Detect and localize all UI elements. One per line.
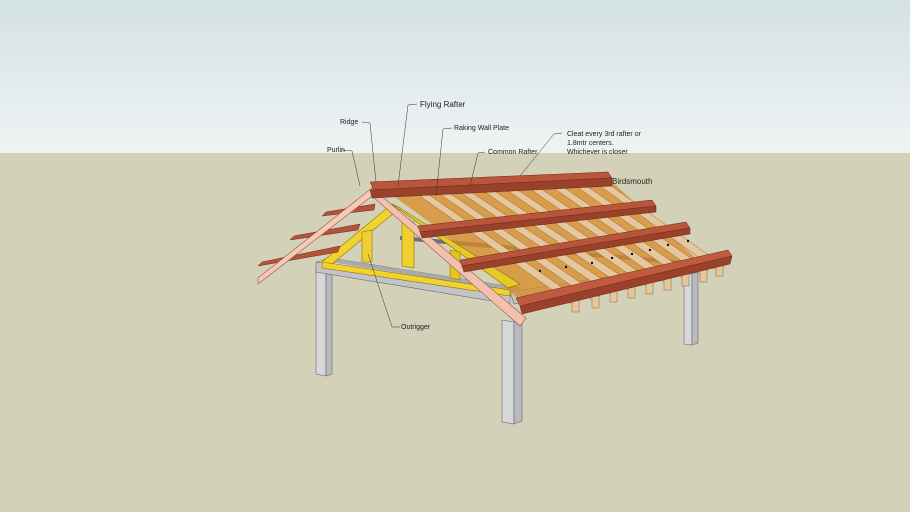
leader-lines <box>341 103 563 328</box>
label-flying-rafter: Flying Rafter <box>420 100 466 109</box>
posts <box>315 265 699 425</box>
label-raking-wall-plate: Raking Wall Plate <box>454 125 509 132</box>
right-purlins <box>369 171 733 315</box>
cleat-markers <box>538 239 690 273</box>
label-cleat-note: Cleat every 3rd rafter or 1.8mtr centers… <box>567 131 641 156</box>
label-outrigger: Outrigger <box>401 324 431 331</box>
label-birdsmouth: Birdsmouth <box>612 177 653 186</box>
sky <box>0 0 910 153</box>
label-common-rafter: Common Rafter <box>488 149 538 156</box>
label-ridge: Ridge <box>340 119 359 126</box>
common-rafters <box>419 177 725 305</box>
label-purlin: Purlin <box>327 147 345 154</box>
